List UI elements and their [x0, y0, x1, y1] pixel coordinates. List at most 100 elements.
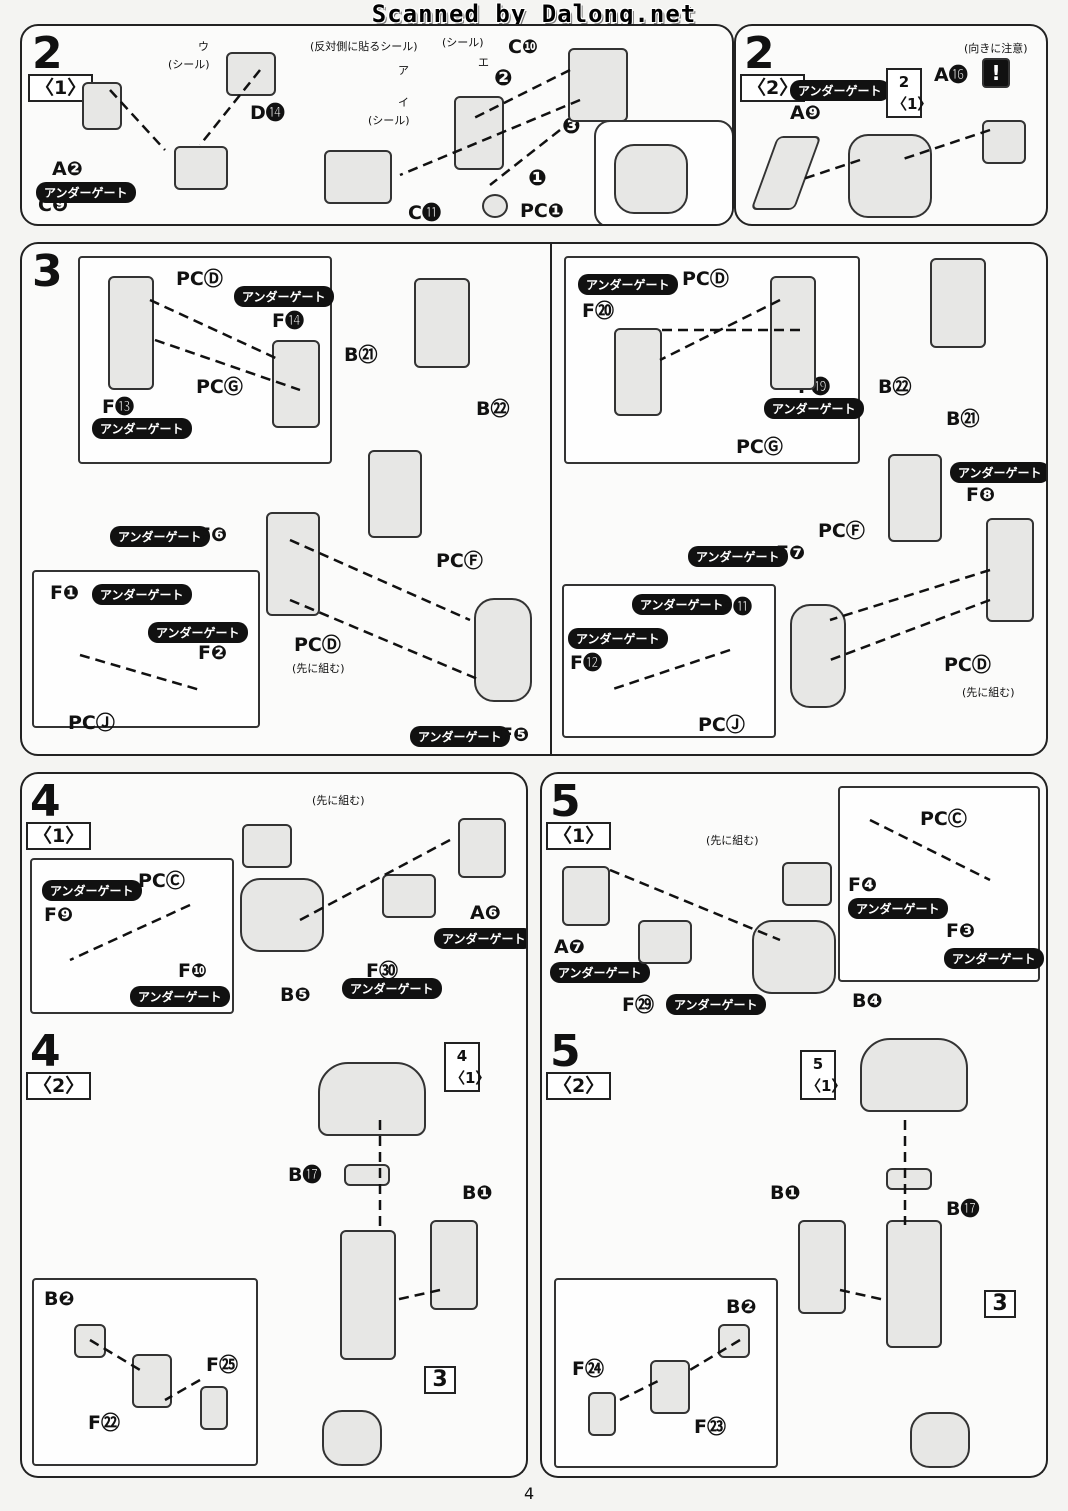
- orientation-caution: (向きに注意): [964, 42, 1028, 55]
- part-drawing: [272, 340, 320, 428]
- inset: [554, 1278, 778, 1468]
- under-gate-badge: アンダーゲート: [578, 274, 678, 295]
- part-label: B❶: [462, 1182, 493, 1204]
- part-label: F❶: [50, 582, 80, 604]
- step-reference: 5〈1〉: [800, 1050, 846, 1100]
- part-label: F㉕: [206, 1354, 238, 1376]
- step-number: 2: [32, 28, 63, 79]
- step-4-1-panel: 4 〈1〉 PCⒸ アンダーゲート F❾ F❿ アンダーゲート (先に組む) B…: [20, 772, 528, 1026]
- part-drawing: [790, 604, 846, 708]
- part-label: PC❶: [520, 200, 564, 222]
- part-label: F❽: [966, 484, 996, 506]
- part-label: B⓱: [946, 1198, 980, 1220]
- under-gate-badge: アンダーゲート: [92, 418, 192, 439]
- part-label: F⓫: [720, 596, 752, 618]
- under-gate-badge: アンダーゲート: [434, 928, 526, 949]
- seal-mark: エ: [478, 56, 489, 69]
- part-drawing: [930, 258, 986, 348]
- part-label: PCⒻ: [818, 520, 865, 542]
- part-label: F㉚: [366, 960, 398, 982]
- part-drawing: [324, 150, 392, 204]
- part-drawing: [650, 1360, 690, 1414]
- assemble-first-note: (先に組む): [706, 834, 759, 847]
- under-gate-badge: アンダーゲート: [92, 584, 192, 605]
- part-label: PCⒹ: [294, 634, 341, 656]
- part-label: PCⒸ: [920, 808, 967, 830]
- divider: [550, 244, 552, 754]
- part-label: PCⒼ: [736, 436, 783, 458]
- part-drawing: [132, 1354, 172, 1408]
- part-drawing: [200, 1386, 228, 1430]
- step-number: 5: [550, 1026, 581, 1077]
- step-reference: 4〈1〉: [444, 1042, 490, 1092]
- part-label: B㉑: [344, 344, 378, 366]
- part-drawing: [226, 52, 276, 96]
- arrow-order: ❷: [494, 66, 513, 91]
- step-4-2-panel: 4 〈2〉 4〈1〉 B⓱ B❶ 3 B❷ F㉕ F㉒: [20, 1024, 528, 1478]
- part-label: B❷: [726, 1296, 757, 1318]
- part-drawing: [752, 920, 836, 994]
- part-drawing: [368, 450, 422, 538]
- part-label: F❻: [198, 524, 228, 546]
- part-drawing: [614, 144, 688, 214]
- assemble-first-note: (先に組む): [962, 686, 1015, 699]
- part-drawing: [474, 598, 532, 702]
- part-drawing: [562, 866, 610, 926]
- part-drawing: [82, 82, 122, 130]
- part-label: PCⒿ: [68, 712, 115, 734]
- part-label: PCⒿ: [698, 714, 745, 736]
- seal-mark: ウ: [198, 40, 209, 53]
- part-label: B㉑: [946, 408, 980, 430]
- assemble-first-note: (先に組む): [292, 662, 345, 675]
- part-drawing: [568, 48, 628, 122]
- step-sub: 〈2〉: [26, 1072, 92, 1100]
- part-drawing: [886, 1220, 942, 1348]
- under-gate-badge: アンダーゲート: [130, 986, 230, 1007]
- under-gate-badge: アンダーゲート: [666, 994, 766, 1015]
- part-drawing: [240, 878, 324, 952]
- part-label: A❾: [790, 102, 821, 124]
- step-number: 4: [30, 776, 61, 827]
- part-label: A❻: [470, 902, 501, 924]
- part-label: F㉔: [572, 1358, 604, 1380]
- part-drawing: [344, 1164, 390, 1186]
- part-drawing: [798, 1220, 846, 1314]
- under-gate-badge: アンダーゲート: [234, 286, 334, 307]
- part-drawing: [266, 512, 320, 616]
- arrow-order: ❶: [528, 166, 547, 191]
- step-number: 5: [550, 776, 581, 827]
- step-reference: 3: [424, 1366, 456, 1394]
- under-gate-badge: アンダーゲート: [36, 182, 136, 203]
- part-label: B❺: [280, 984, 311, 1006]
- part-label: A⓰: [934, 64, 968, 86]
- part-label: F❾: [44, 904, 74, 926]
- part-drawing: [322, 1410, 382, 1466]
- under-gate-badge: アンダーゲート: [410, 726, 510, 747]
- part-label: B❹: [852, 990, 883, 1012]
- under-gate-badge: アンダーゲート: [944, 948, 1044, 969]
- part-drawing: [318, 1062, 426, 1136]
- caution-icon: !: [982, 58, 1010, 88]
- part-label: F⓬: [570, 652, 602, 674]
- part-drawing: [430, 1220, 478, 1310]
- part-label: F❿: [178, 960, 208, 982]
- part-drawing: [482, 194, 508, 218]
- part-label: A❷: [52, 158, 83, 180]
- part-drawing: [750, 136, 822, 210]
- part-label: A❼: [554, 936, 585, 958]
- page-number: 4: [524, 1484, 535, 1503]
- part-drawing: [770, 276, 816, 390]
- part-label: PCⒼ: [196, 376, 243, 398]
- part-drawing: [718, 1324, 750, 1358]
- assemble-first-note: (先に組む): [312, 794, 365, 807]
- part-label: B⓱: [288, 1164, 322, 1186]
- part-drawing: [74, 1324, 106, 1358]
- part-drawing: [888, 454, 942, 542]
- under-gate-badge: アンダーゲート: [148, 622, 248, 643]
- part-label: C⓫: [408, 202, 441, 224]
- part-label: PCⒸ: [138, 870, 185, 892]
- part-label: F❷: [198, 642, 228, 664]
- part-drawing: [986, 518, 1034, 622]
- seal-note: (シール): [368, 114, 410, 127]
- part-drawing: [638, 920, 692, 964]
